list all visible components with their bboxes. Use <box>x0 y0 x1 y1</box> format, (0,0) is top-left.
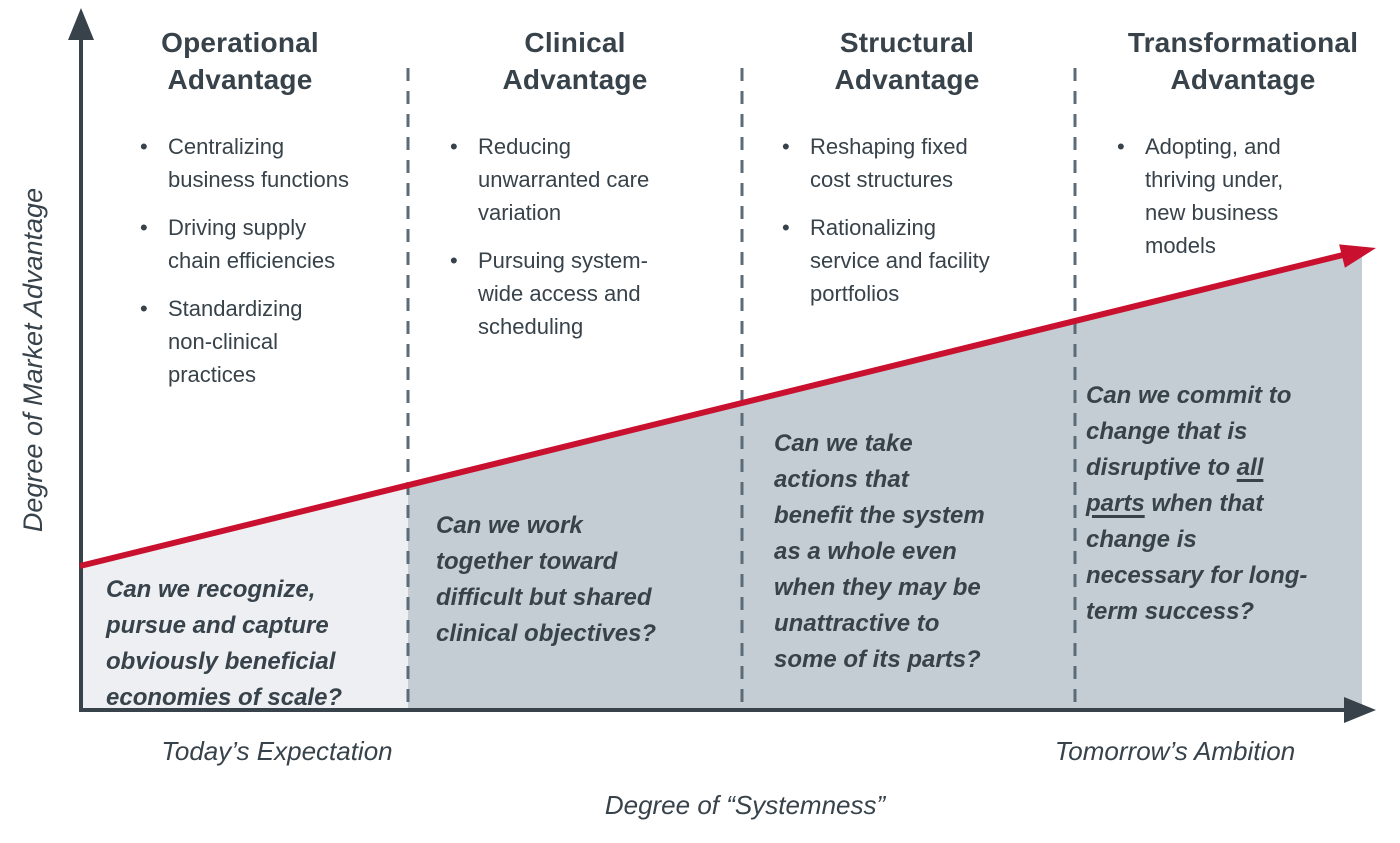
x-axis-arrow <box>1344 697 1376 723</box>
x-axis-label: Degree of “Systemness” <box>604 790 886 820</box>
area-under-line-medium <box>408 251 1362 708</box>
bullet-icon: • <box>140 296 148 321</box>
bullet-item: •Centralizing business functions <box>134 130 384 196</box>
bullet-icon: • <box>782 134 790 159</box>
bullet-icon: • <box>140 215 148 240</box>
column-question-structural: Can we take actions that benefit the sys… <box>774 430 985 673</box>
trend-line <box>79 251 1348 569</box>
bullet-list-clinical: •Reducing unwarranted care variation •Pu… <box>444 130 704 358</box>
bullet-list-operational: •Centralizing business functions •Drivin… <box>134 130 384 406</box>
bullet-icon: • <box>782 215 790 240</box>
bullet-icon: • <box>450 134 458 159</box>
bullet-item: •Reducing unwarranted care variation <box>444 130 704 229</box>
x-axis-right-label: Tomorrow’s Ambition <box>1054 736 1296 766</box>
bullet-icon: • <box>450 248 458 273</box>
bullet-item: •Pursuing system- wide access and schedu… <box>444 244 704 343</box>
bullet-item: •Adopting, and thriving under, new busin… <box>1111 130 1361 262</box>
bullet-item: •Driving supply chain efficiencies <box>134 211 384 277</box>
column-header-structural: Structural Advantage <box>834 27 980 95</box>
bullet-item: •Standardizing non-clinical practices <box>134 292 384 391</box>
bullet-item: •Reshaping fixed cost structures <box>776 130 1036 196</box>
x-axis-left-label: Today’s Expectation <box>161 736 393 766</box>
column-question-operational: Can we recognize, pursue and capture obv… <box>106 576 343 711</box>
y-axis-arrow <box>68 8 94 40</box>
bullet-icon: • <box>140 134 148 159</box>
column-header-transformational: Transformational Advantage <box>1127 27 1359 95</box>
bullet-item: •Rationalizing service and facility port… <box>776 211 1036 310</box>
area-under-line-light <box>82 486 408 708</box>
bullet-icon: • <box>1117 134 1125 159</box>
column-header-clinical: Clinical Advantage <box>502 27 648 95</box>
column-question-clinical: Can we work together toward difficult bu… <box>436 512 657 647</box>
bullet-list-transformational: •Adopting, and thriving under, new busin… <box>1111 130 1361 277</box>
trend-arrow <box>1339 244 1376 268</box>
column-question-transformational: Can we commit to change that is disrupti… <box>1086 382 1308 625</box>
column-header-operational: Operational Advantage <box>161 27 319 95</box>
y-axis-label: Degree of Market Advantage <box>18 187 48 533</box>
bullet-list-structural: •Reshaping fixed cost structures •Ration… <box>776 130 1036 325</box>
